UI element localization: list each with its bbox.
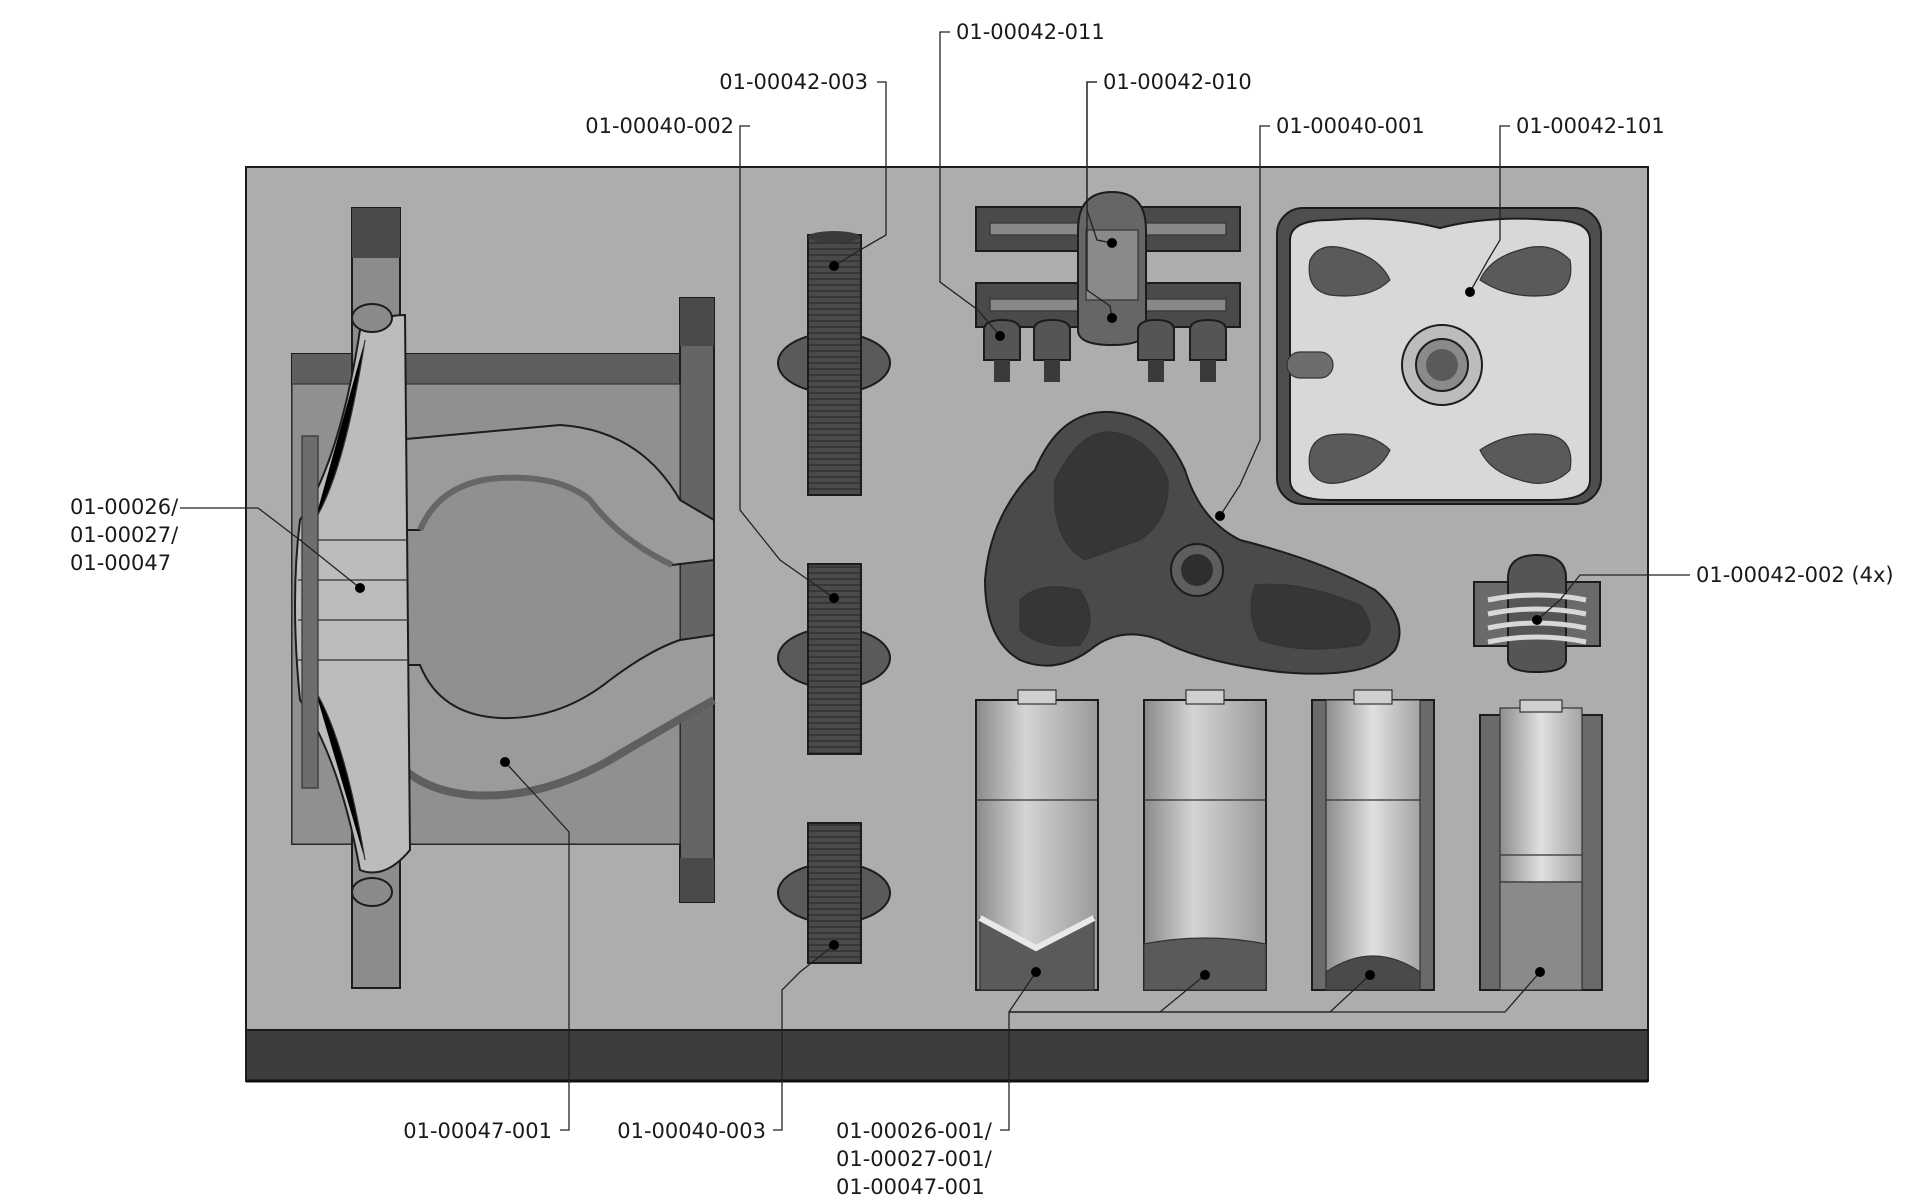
label-01-00026: 01-00026/ (70, 495, 179, 519)
callout-dots (355, 238, 1545, 980)
small-bolt (1473, 553, 1601, 674)
label-01-00026-001: 01-00026-001/ (836, 1119, 993, 1143)
label-01-00042-101: 01-00042-101 (1516, 114, 1665, 138)
leader-lines (180, 31, 1690, 1131)
threaded-rod-upper (777, 231, 891, 496)
label-01-00047-001: 01-00047-001 (403, 1119, 552, 1143)
label-01-00027: 01-00027/ (70, 523, 179, 547)
jaw-block-3 (1311, 689, 1435, 991)
threaded-rod-middle (777, 563, 891, 755)
callout-labels: 01-00042-011 01-00042-003 01-00042-010 0… (70, 20, 1894, 1197)
label-01-00047: 01-00047 (70, 551, 171, 575)
jaw-block-1 (975, 689, 1099, 991)
square-plate (1276, 207, 1602, 505)
label-01-00040-002: 01-00040-002 (585, 114, 734, 138)
jaw-block-2 (1143, 689, 1267, 991)
jaw-block-4 (1479, 699, 1603, 991)
label-01-00047-001-b: 01-00047-001 (836, 1175, 985, 1197)
label-01-00042-002: 01-00042-002 (4x) (1696, 563, 1894, 587)
label-01-00040-003: 01-00040-003 (617, 1119, 766, 1143)
label-01-00042-011: 01-00042-011 (956, 20, 1105, 44)
label-01-00042-003: 01-00042-003 (719, 70, 868, 94)
screw-set (975, 190, 1241, 382)
threaded-rod-lower (777, 822, 891, 964)
label-01-00042-010: 01-00042-010 (1103, 70, 1252, 94)
label-01-00040-001: 01-00040-001 (1276, 114, 1425, 138)
trilobe-plate (983, 410, 1401, 675)
label-01-00027-001: 01-00027-001/ (836, 1147, 993, 1171)
clamp-frame-assembly (291, 207, 716, 989)
